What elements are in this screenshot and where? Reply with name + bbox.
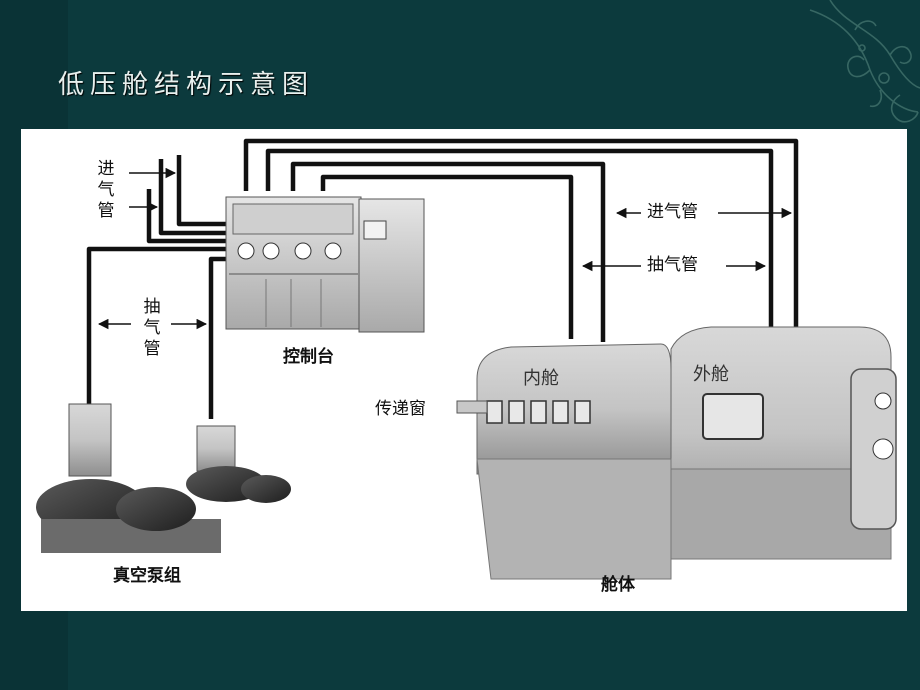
diagram-panel: 进 气 管 抽 气 管 进气管 抽气管 控制台 真空泵组 舱体 内舱 外舱 传递… <box>21 129 907 611</box>
exhaust-pipe-left-char-3: 管 <box>143 339 161 359</box>
vacuum-pump-left <box>36 403 221 553</box>
outer-chamber-label: 外舱 <box>693 364 729 385</box>
inner-chamber-label: 内舱 <box>523 368 559 389</box>
intake-pipe-left-char-1: 进 <box>97 159 115 179</box>
pipes <box>86 138 799 419</box>
slide-title: 低压舱结构示意图 <box>58 70 315 100</box>
intake-pipe-left-char-3: 管 <box>97 201 115 221</box>
control-console <box>225 196 425 333</box>
intake-pipe-left-char-2: 气 <box>97 180 115 200</box>
intake-pipe-right-label: 进气管 <box>647 202 698 222</box>
diagram-drawing <box>36 138 897 580</box>
arrows <box>97 167 793 330</box>
exhaust-pipe-left-label: 抽 气 管 <box>141 297 163 360</box>
transfer-window-label: 传递窗 <box>375 399 426 419</box>
vacuum-pump-right <box>186 425 291 503</box>
intake-pipe-left-label: 进 气 管 <box>95 159 117 222</box>
floral-ornament-icon <box>809 0 920 123</box>
chamber-body <box>456 326 897 580</box>
exhaust-pipe-left-char-1: 抽 <box>143 297 161 317</box>
exhaust-pipe-left-char-2: 气 <box>143 318 161 338</box>
vacuum-pump-group-label: 真空泵组 <box>113 566 181 586</box>
exhaust-pipe-right-label: 抽气管 <box>647 255 698 275</box>
chamber-body-label: 舱体 <box>601 575 635 595</box>
control-console-label: 控制台 <box>283 347 334 367</box>
